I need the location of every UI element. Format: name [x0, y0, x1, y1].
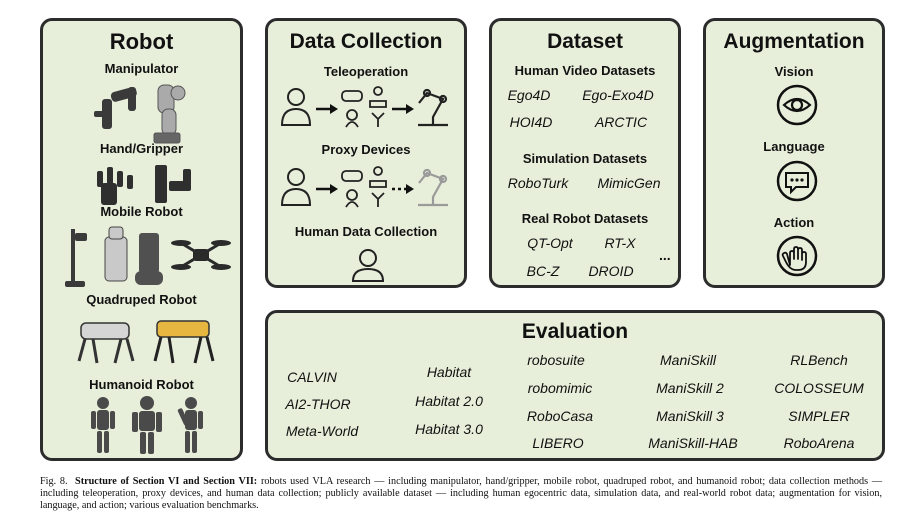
dataset-item: Ego-Exo4D — [582, 87, 654, 103]
figure-caption: Fig. 8. Structure of Section VI and Sect… — [40, 476, 882, 512]
evaluation-panel: Evaluation CALVIN AI2-THOR Meta-World Ha… — [265, 310, 885, 461]
dataset-panel: Dataset Human Video Datasets Ego4D Ego-E… — [489, 18, 681, 288]
benchmark-item: CALVIN — [287, 369, 337, 385]
humanoid-robot-label: Humanoid Robot — [89, 377, 194, 392]
proxy-devices-label: Proxy Devices — [321, 142, 411, 157]
robot-panel: Robot Manipulator Hand/Gripper — [40, 18, 243, 461]
benchmark-item: ManiSkill 2 — [656, 380, 724, 396]
data-collection-panel: Data Collection Teleoperation — [265, 18, 467, 288]
humanoid-robot-image — [83, 395, 213, 457]
dataset-item: MimicGen — [597, 175, 661, 191]
hand-icon — [776, 235, 818, 277]
real-robot-datasets-label: Real Robot Datasets — [521, 211, 649, 226]
hand-gripper-image — [93, 161, 203, 211]
proxy-devices-diagram — [278, 163, 458, 211]
benchmark-item: Habitat — [426, 364, 472, 380]
augmentation-panel: Augmentation Vision Language Action — [703, 18, 885, 288]
dataset-title: Dataset — [547, 30, 623, 53]
evaluation-title: Evaluation — [521, 320, 629, 343]
augmentation-title: Augmentation — [723, 30, 865, 53]
benchmark-item: COLOSSEUM — [774, 380, 864, 396]
quadruped-robot-label: Quadruped Robot — [86, 292, 197, 307]
dataset-item: BC-Z — [526, 263, 560, 279]
language-label: Language — [763, 139, 825, 154]
teleoperation-label: Teleoperation — [323, 64, 409, 79]
hand-gripper-label: Hand/Gripper — [99, 141, 184, 156]
simulation-datasets-label: Simulation Datasets — [522, 151, 648, 166]
action-label: Action — [773, 215, 815, 230]
dataset-item: DROID — [588, 263, 634, 279]
manipulator-image — [88, 79, 208, 147]
benchmark-item: Meta-World — [285, 423, 359, 439]
caption-heading: Structure of Section VI and Section VII: — [75, 476, 258, 487]
benchmark-item: Habitat 2.0 — [415, 393, 483, 409]
teleoperation-diagram — [278, 83, 458, 131]
dataset-item: Ego4D — [507, 87, 551, 103]
dataset-item: HOI4D — [509, 114, 553, 130]
dataset-item: QT-Opt — [527, 235, 573, 251]
benchmark-item: Habitat 3.0 — [415, 421, 483, 437]
benchmark-item: LIBERO — [532, 435, 584, 451]
benchmark-item: robomimic — [527, 380, 593, 396]
manipulator-label: Manipulator — [104, 61, 179, 76]
mobile-robot-image — [61, 223, 231, 291]
human-video-datasets-label: Human Video Datasets — [514, 63, 656, 78]
dataset-item: RT-X — [604, 235, 636, 251]
eye-icon — [776, 84, 818, 126]
chat-icon — [776, 160, 818, 202]
dataset-item: ARCTIC — [594, 114, 648, 130]
mobile-robot-label: Mobile Robot — [100, 204, 183, 219]
benchmark-item: ManiSkill — [659, 352, 717, 368]
robot-title: Robot — [109, 29, 174, 54]
caption-text: robots used VLA research — including man… — [40, 476, 883, 511]
benchmark-item: RLBench — [790, 352, 848, 368]
ellipsis: ... — [659, 247, 671, 263]
dataset-item: RoboTurk — [507, 175, 569, 191]
benchmark-item: RoboCasa — [526, 408, 594, 424]
data-collection-title: Data Collection — [289, 30, 443, 53]
vision-label: Vision — [774, 64, 814, 79]
quadruped-robot-image — [73, 313, 223, 373]
caption-label: Fig. 8. — [40, 476, 68, 487]
person-icon — [350, 247, 386, 283]
human-data-collection-label: Human Data Collection — [294, 224, 438, 239]
benchmark-item: robosuite — [527, 352, 585, 368]
benchmark-item: SIMPLER — [788, 408, 850, 424]
benchmark-item: RoboArena — [783, 435, 855, 451]
benchmark-item: ManiSkill 3 — [656, 408, 724, 424]
benchmark-item: AI2-THOR — [285, 396, 351, 412]
benchmark-item: ManiSkill-HAB — [648, 435, 738, 451]
